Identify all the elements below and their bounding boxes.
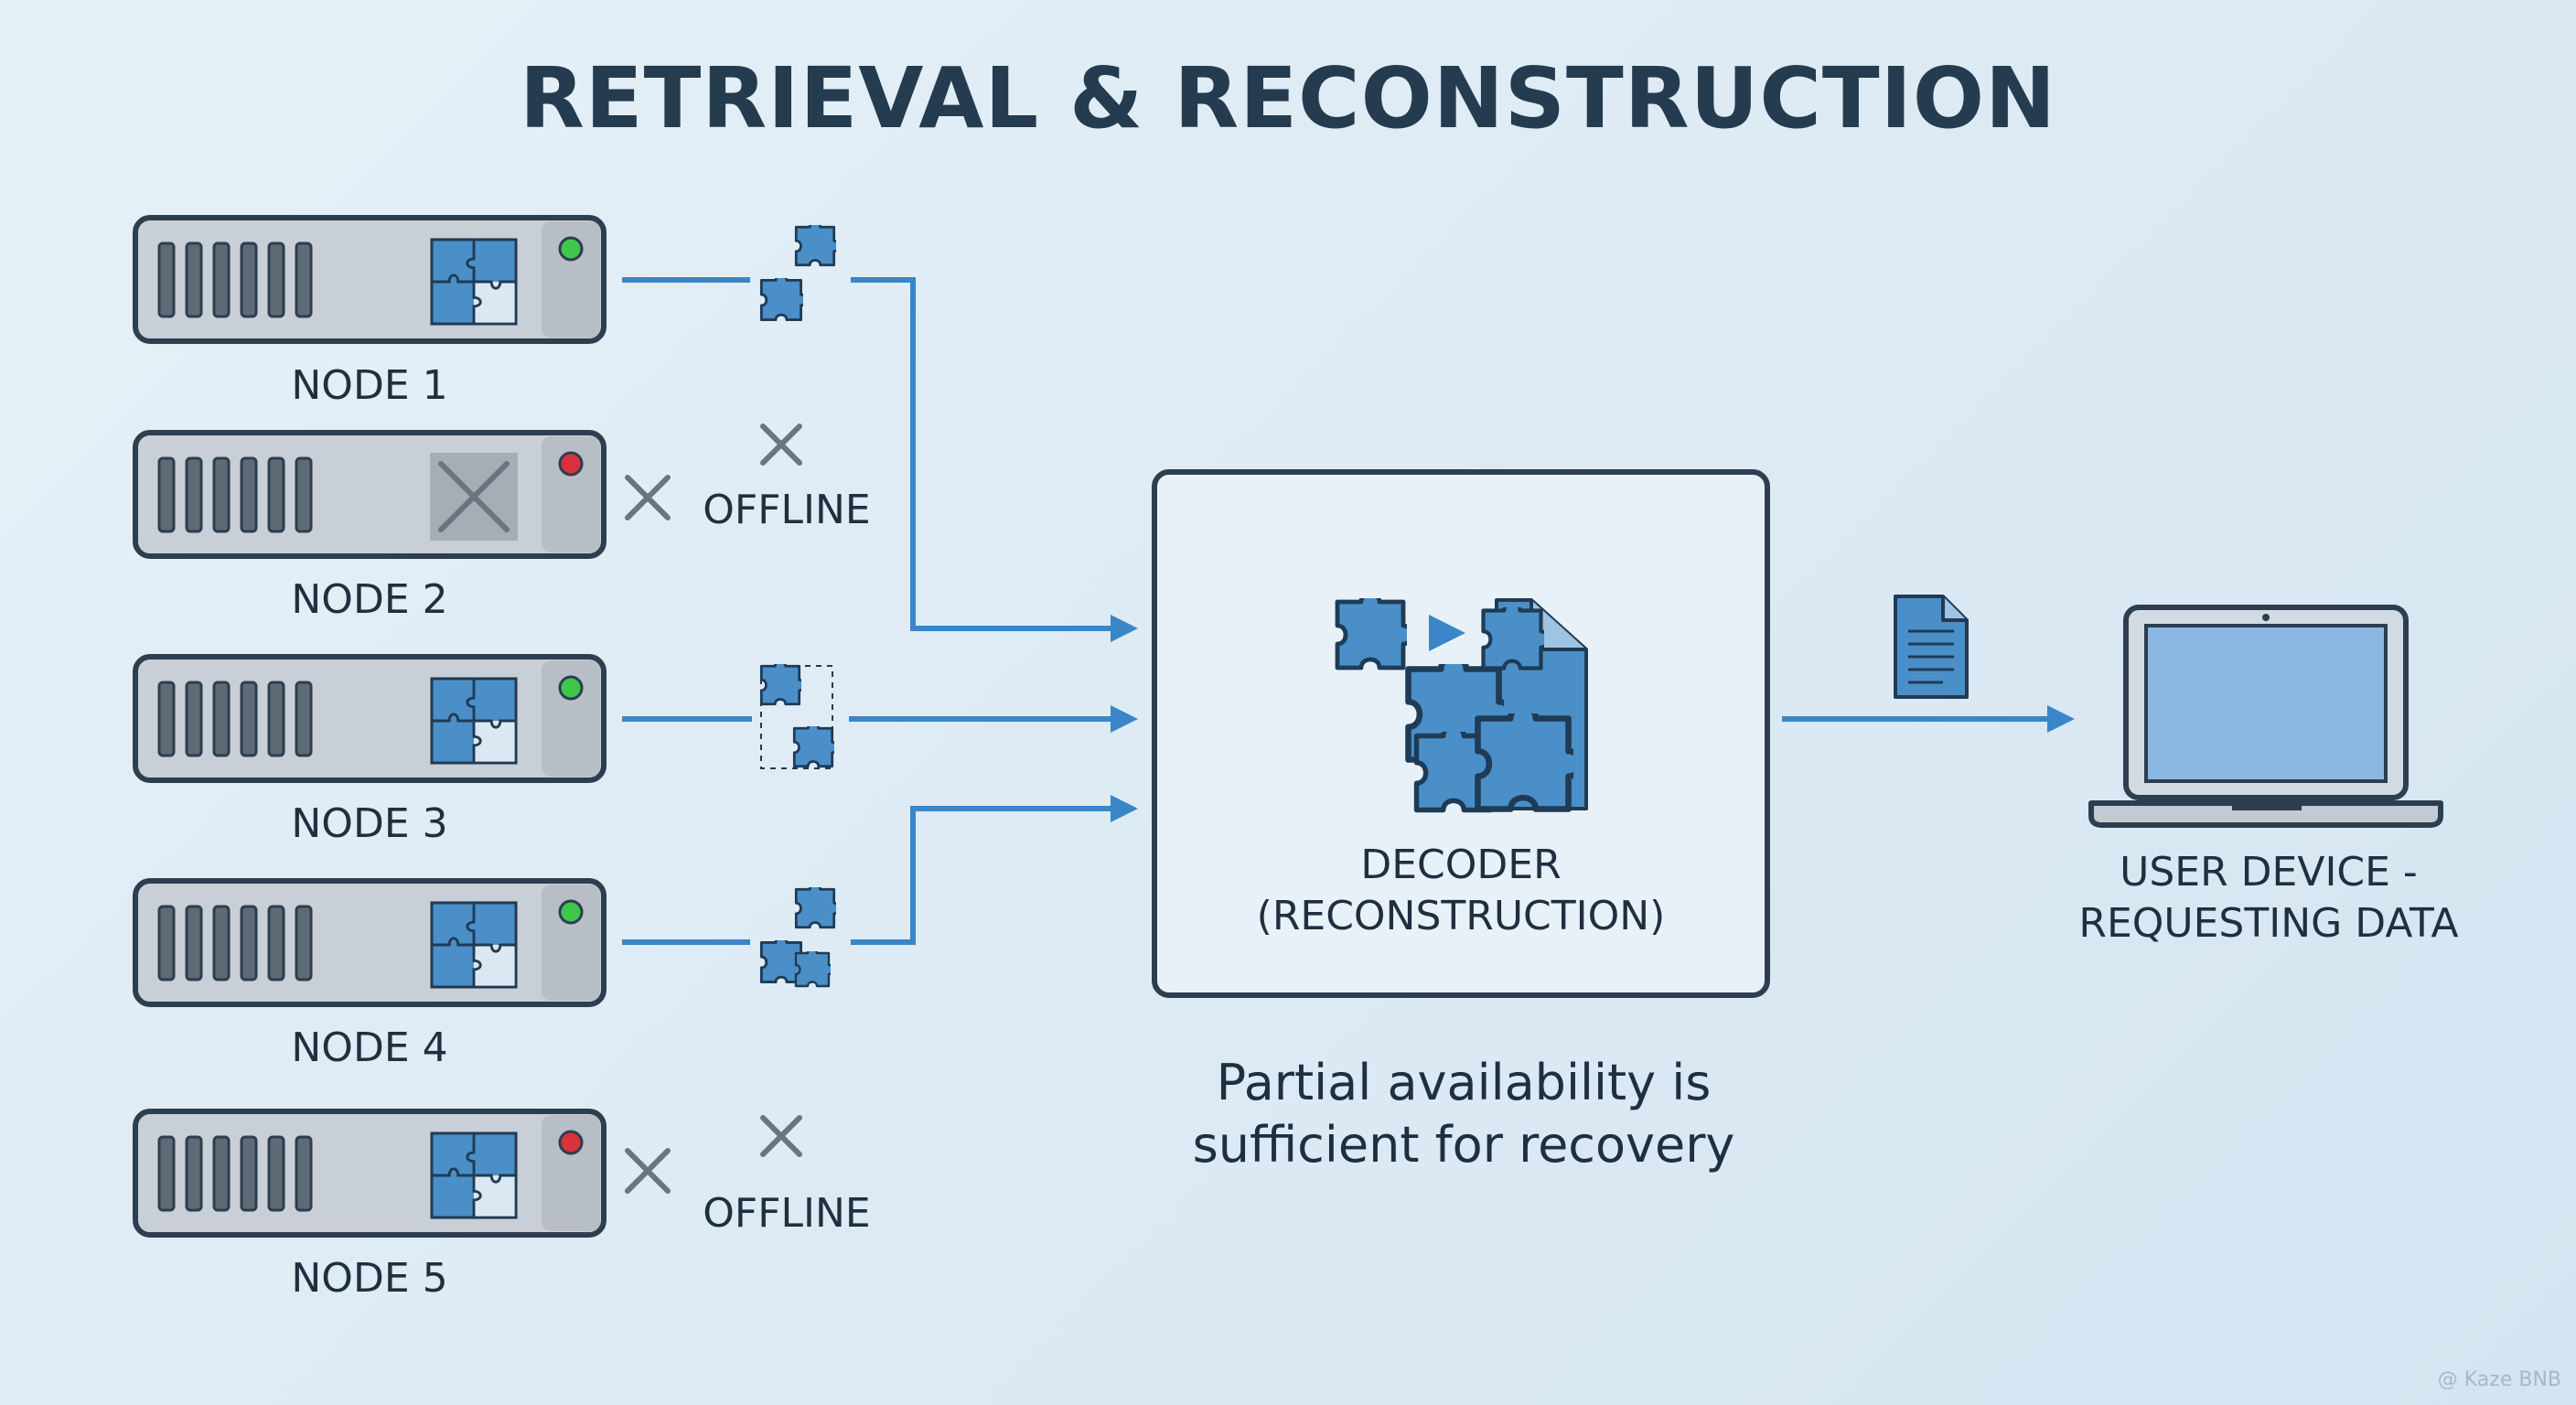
drive-slots — [157, 1135, 313, 1212]
status-led-online — [558, 236, 584, 262]
node-4-server — [133, 878, 606, 1007]
document-icon — [1894, 595, 1969, 699]
node-1-route — [851, 277, 1138, 642]
decoder-puzzle-icon — [1337, 598, 1588, 810]
decoder-title: DECODER — [1360, 842, 1562, 888]
drive-slots — [157, 456, 313, 533]
puzzle-icon — [430, 901, 518, 989]
decoder-subtitle: (RECONSTRUCTION) — [1256, 893, 1666, 939]
drive-slots — [157, 241, 313, 318]
node-3-server — [133, 654, 606, 783]
user-device-label: USER DEVICE - REQUESTING DATA — [2031, 847, 2506, 949]
status-led-offline — [558, 1130, 584, 1155]
node-3-label: NODE 3 — [291, 800, 448, 847]
drive-slots — [157, 905, 313, 981]
missing-fragment-icon — [430, 453, 518, 541]
drive-slots — [157, 681, 313, 757]
decoder-label: DECODER (RECONSTRUCTION) — [1154, 840, 1767, 942]
fragment-icon-node-3 — [759, 664, 834, 769]
node-5-offline-label: OFFLINE — [703, 1190, 871, 1237]
fragment-icon-node-1 — [759, 225, 836, 322]
user-device-line-1: USER DEVICE - — [2120, 849, 2418, 896]
node-1-server — [133, 215, 606, 344]
node-2-server — [133, 430, 606, 559]
node-1-label: NODE 1 — [291, 362, 448, 409]
node-2-offline-label: OFFLINE — [703, 487, 871, 533]
user-device-line-2: REQUESTING DATA — [2078, 900, 2459, 947]
recovery-note-line-2: sufficient for recovery — [1192, 1116, 1735, 1174]
node-4-label: NODE 4 — [291, 1024, 448, 1071]
puzzle-icon — [430, 1132, 518, 1219]
page-title: RETRIEVAL & RECONSTRUCTION — [519, 49, 2057, 147]
node-4-route — [851, 795, 1138, 945]
node-2-label: NODE 2 — [291, 576, 448, 623]
connectors — [622, 277, 2075, 945]
watermark: @ Kaze BNB — [2437, 1368, 2561, 1391]
recovery-note: Partial availability is sufficient for r… — [1098, 1052, 1830, 1176]
laptop-icon — [2088, 605, 2443, 828]
puzzle-icon — [430, 238, 518, 326]
status-led-online — [558, 675, 584, 701]
puzzle-icon — [430, 677, 518, 765]
recovery-note-line-1: Partial availability is — [1216, 1054, 1712, 1111]
status-led-online — [558, 899, 584, 925]
status-led-offline — [558, 451, 584, 477]
node-5-label: NODE 5 — [291, 1255, 448, 1302]
fragment-icon-node-4 — [759, 887, 836, 988]
node-5-server — [133, 1109, 606, 1238]
x-mark-icon — [625, 424, 802, 1194]
